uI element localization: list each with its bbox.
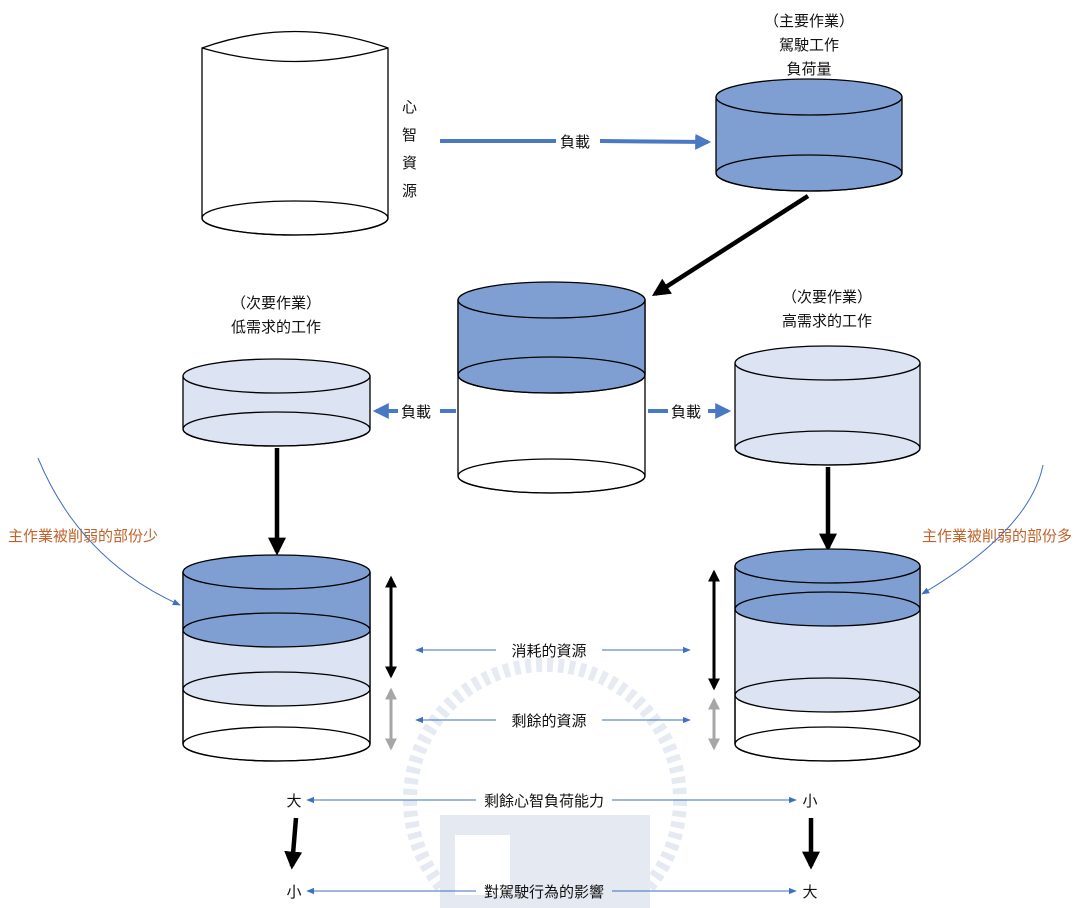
load-label-left: 負載 <box>401 403 431 421</box>
remaining-resource-label: 剩餘的資源 <box>511 712 586 730</box>
callout-right-pointer <box>921 464 1044 595</box>
mental-resource-char: 智 <box>402 126 417 144</box>
secondary-high-line2: 高需求的工作 <box>782 312 872 330</box>
spare-capacity-right-value: 小 <box>802 792 817 810</box>
effect-label: 對駕駛行為的影響 <box>484 883 604 901</box>
secondary-high-cylinder <box>734 345 921 466</box>
secondary-low-line2: 低需求的工作 <box>231 318 321 336</box>
arrow-primary-to-center <box>651 194 810 296</box>
effect-left-value: 小 <box>286 883 301 901</box>
center-combined-cylinder <box>457 281 646 494</box>
result-high-cylinder <box>734 548 921 762</box>
secondary-high-line1: （次要作業） <box>782 288 872 306</box>
mental-resource-label: 心 智 資 源 <box>402 98 417 200</box>
primary-task-line3: 負荷量 <box>786 60 831 78</box>
load-arrow-top-right <box>599 133 712 150</box>
watermark-text: ES <box>515 826 610 901</box>
callout-right: 主作業被削弱的部份多 <box>922 527 1072 545</box>
secondary-low-line1: （次要作業） <box>231 294 321 312</box>
result-low-cylinder <box>182 554 371 762</box>
primary-task-line1: （主要作業） <box>764 12 854 30</box>
secondary-low-cylinder <box>182 358 371 447</box>
effect-right-value: 大 <box>802 883 817 901</box>
spare-capacity-left-value: 大 <box>286 792 301 810</box>
watermark-seal: ES <box>403 658 687 908</box>
mental-resource-char: 源 <box>402 182 417 200</box>
load-label-top: 負載 <box>560 133 590 151</box>
primary-task-cylinder <box>715 78 903 192</box>
arrow-down-left <box>284 817 303 870</box>
mental-resource-char: 資 <box>402 154 417 172</box>
mental-resource-char: 心 <box>402 98 417 116</box>
spare-capacity-label: 剩餘心智負荷能力 <box>484 792 604 810</box>
load-label-right: 負載 <box>671 403 701 421</box>
primary-task-line2: 駕駛工作 <box>779 36 839 54</box>
callout-left: 主作業被削弱的部份少 <box>8 527 158 545</box>
callout-left-pointer <box>37 457 181 606</box>
mental-resource-cylinder <box>201 30 389 236</box>
consumed-resource-label: 消耗的資源 <box>511 642 586 660</box>
